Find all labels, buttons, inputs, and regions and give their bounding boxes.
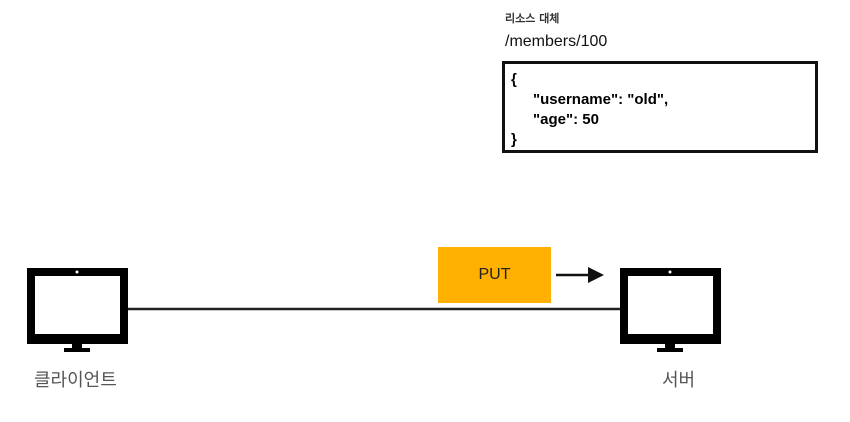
json-open-brace: {: [511, 71, 517, 88]
put-method-label: PUT: [478, 266, 511, 283]
json-body-box: { "username": "old", "age": 50 }: [502, 61, 818, 153]
json-age-line: "age": 50: [533, 111, 599, 128]
request-arrow-icon: [556, 267, 604, 283]
put-method-box: PUT: [438, 247, 551, 303]
json-close-brace: }: [511, 131, 517, 148]
client-label: 클라이언트: [34, 370, 117, 391]
resource-title: 리소스 대체: [505, 12, 560, 25]
resource-path: /members/100: [505, 33, 608, 50]
server-monitor-icon: [620, 268, 721, 352]
client-monitor-icon: [27, 268, 128, 352]
json-username-line: "username": "old",: [533, 91, 669, 108]
server-label: 서버: [662, 370, 696, 391]
